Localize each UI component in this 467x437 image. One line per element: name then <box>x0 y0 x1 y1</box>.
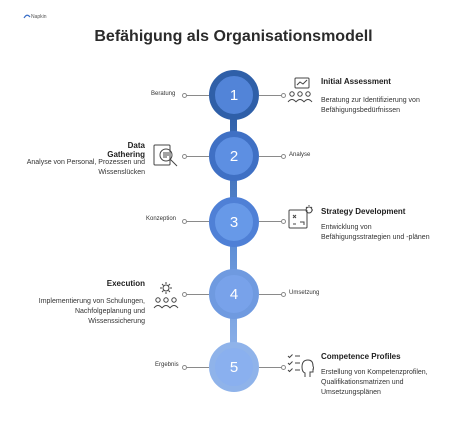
step-3-side-label: Konzeption <box>146 216 177 222</box>
step-5-number: 5 <box>229 358 239 376</box>
step-2-heading: Data Gathering <box>107 141 145 159</box>
step-3-right-connector <box>259 219 286 224</box>
step-1-node: 1 <box>209 70 259 120</box>
step-1-heading: Initial Assessment <box>321 77 391 86</box>
step-4-right-connector <box>259 292 286 297</box>
magnifier-document-icon <box>152 142 180 170</box>
step-5-node: 5 <box>209 342 259 392</box>
profile-checklist-icon <box>286 351 314 379</box>
step-1-right-connector <box>259 93 286 98</box>
step-1-description: Beratung zur Identifizierung von Befähig… <box>321 97 420 114</box>
step-2-right-connector <box>259 154 286 159</box>
step-3-description: Entwicklung von Befähigungsstrategien un… <box>321 224 430 241</box>
step-5-description: Erstellung von Kompetenzprofilen, Qualif… <box>321 369 428 396</box>
step-4-node: 4 <box>209 269 259 319</box>
step-3-left-connector <box>182 219 209 224</box>
team-assessment-icon <box>286 76 314 104</box>
step-1-side-label: Beratung <box>151 91 176 97</box>
step-1-number: 1 <box>229 86 239 104</box>
page-title: Befähigung als Organisationsmodell <box>94 28 373 45</box>
step-5-side-label: Ergebnis <box>155 362 179 368</box>
logo-text: Napkin <box>31 14 47 20</box>
step-3-number: 3 <box>229 213 239 231</box>
step-5-heading: Competence Profiles <box>321 352 401 361</box>
step-4-left-connector <box>182 292 209 297</box>
step-2-description: Analyse von Personal, Prozessen und Wiss… <box>26 159 145 176</box>
step-5-right-connector <box>259 365 286 370</box>
step-5-left-connector <box>182 365 209 370</box>
step-3-node: 3 <box>209 197 259 247</box>
step-2-side-label: Analyse <box>289 152 311 158</box>
step-2-left-connector <box>182 154 209 159</box>
team-gear-icon <box>152 281 180 309</box>
step-2-node: 2 <box>209 131 259 181</box>
step-4-heading: Execution <box>106 279 145 288</box>
step-3-heading: Strategy Development <box>321 207 406 216</box>
strategy-board-icon <box>286 204 314 232</box>
napkin-logo: Napkin <box>23 14 47 20</box>
step-4-description: Implementierung von Schulungen, Nachfolg… <box>38 298 145 325</box>
step-1-left-connector <box>182 93 209 98</box>
step-2-number: 2 <box>229 147 239 165</box>
step-4-number: 4 <box>229 285 239 303</box>
step-4-side-label: Umsetzung <box>289 290 320 296</box>
